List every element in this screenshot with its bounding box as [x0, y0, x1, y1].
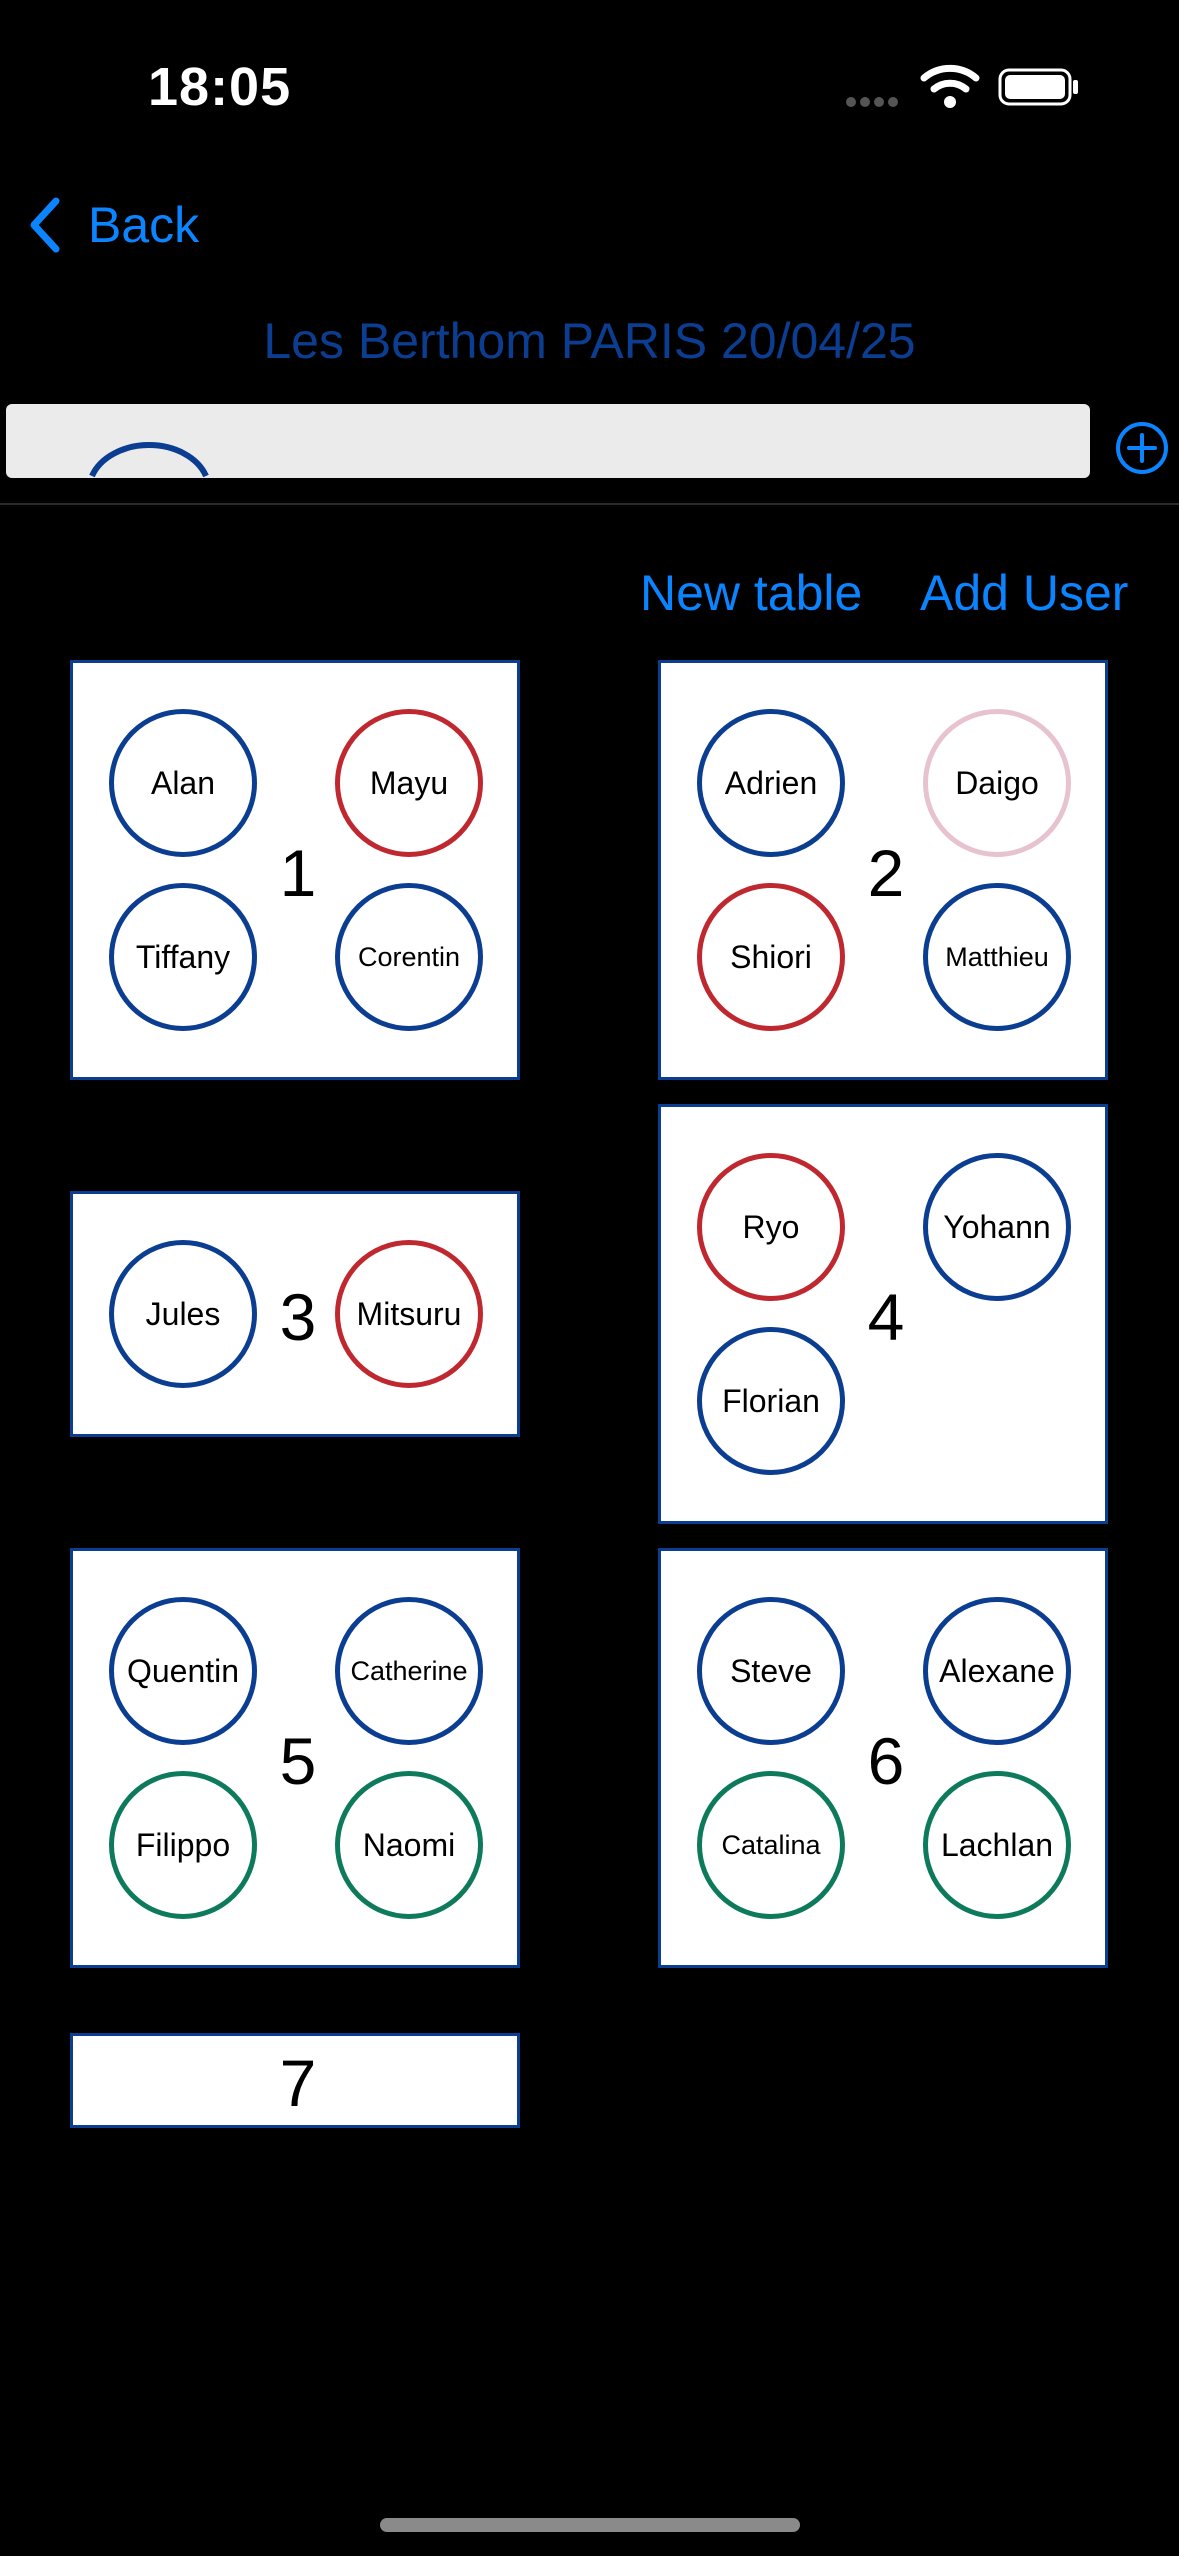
seat[interactable]: Matthieu	[923, 883, 1071, 1031]
seat[interactable]: Mayu	[335, 709, 483, 857]
table-number: 1	[279, 836, 317, 910]
table-2[interactable]: 2 Adrien Daigo Shiori Matthieu	[658, 660, 1108, 1080]
user-picker-field[interactable]	[6, 404, 1090, 478]
page-title: Les Berthom PARIS 20/04/25	[263, 313, 916, 369]
table-5[interactable]: 5 Quentin Catherine Filippo Naomi	[70, 1548, 520, 1968]
signal-icon	[846, 94, 906, 108]
seat[interactable]: Adrien	[697, 709, 845, 857]
seat[interactable]: Yohann	[923, 1153, 1071, 1301]
plus-circle-icon[interactable]	[1114, 420, 1170, 476]
seat[interactable]: Catherine	[335, 1597, 483, 1745]
seat[interactable]: Lachlan	[923, 1771, 1071, 1919]
table-7[interactable]: 7	[70, 2033, 520, 2128]
seat[interactable]: Ryo	[697, 1153, 845, 1301]
seat[interactable]: Naomi	[335, 1771, 483, 1919]
new-table-button[interactable]: New table	[640, 565, 863, 621]
seat[interactable]: Catalina	[697, 1771, 845, 1919]
back-label: Back	[88, 197, 200, 253]
table-number: 7	[279, 2046, 317, 2120]
wifi-icon	[920, 64, 980, 108]
seat[interactable]: Mitsuru	[335, 1240, 483, 1388]
seat[interactable]: Daigo	[923, 709, 1071, 857]
seat[interactable]: Alexane	[923, 1597, 1071, 1745]
home-indicator	[380, 2518, 800, 2532]
table-number: 3	[279, 1280, 317, 1354]
table-3[interactable]: 3 Jules Mitsuru	[70, 1191, 520, 1437]
seat[interactable]: Alan	[109, 709, 257, 857]
back-button[interactable]: Back	[22, 190, 199, 260]
table-1[interactable]: 1 Alan Mayu Tiffany Corentin	[70, 660, 520, 1080]
add-user-button[interactable]: Add User	[920, 565, 1129, 621]
table-number: 2	[867, 836, 905, 910]
seat[interactable]: Florian	[697, 1327, 845, 1475]
table-4[interactable]: 4 Ryo Yohann Florian	[658, 1104, 1108, 1524]
chevron-left-icon	[30, 197, 60, 253]
seat[interactable]: Tiffany	[109, 883, 257, 1031]
loading-arc-icon	[89, 442, 209, 478]
table-number: 4	[867, 1280, 905, 1354]
seat[interactable]: Steve	[697, 1597, 845, 1745]
status-time: 18:05	[148, 57, 292, 117]
table-number: 5	[279, 1724, 317, 1798]
seat[interactable]: Filippo	[109, 1771, 257, 1919]
seat[interactable]: Corentin	[335, 883, 483, 1031]
table-6[interactable]: 6 Steve Alexane Catalina Lachlan	[658, 1548, 1108, 1968]
seat[interactable]: Shiori	[697, 883, 845, 1031]
table-number: 6	[867, 1724, 905, 1798]
seat[interactable]: Jules	[109, 1240, 257, 1388]
divider	[0, 503, 1179, 505]
battery-icon	[998, 68, 1078, 106]
seat[interactable]: Quentin	[109, 1597, 257, 1745]
